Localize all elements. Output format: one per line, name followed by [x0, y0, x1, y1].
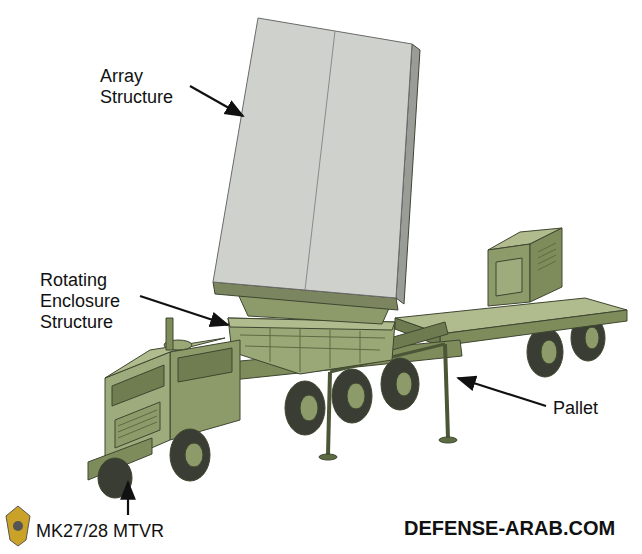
- part-label: Rotating Enclosure Structure: [40, 270, 140, 333]
- part-label: Array Structure: [100, 66, 192, 108]
- part-label: Pallet: [553, 398, 598, 419]
- watermark: DEFENSE-ARAB.COM: [404, 518, 615, 539]
- leader-arrows: [128, 86, 546, 515]
- watermark-logo: [6, 506, 30, 546]
- vehicle-label: MK27/28 MTVR: [36, 521, 164, 542]
